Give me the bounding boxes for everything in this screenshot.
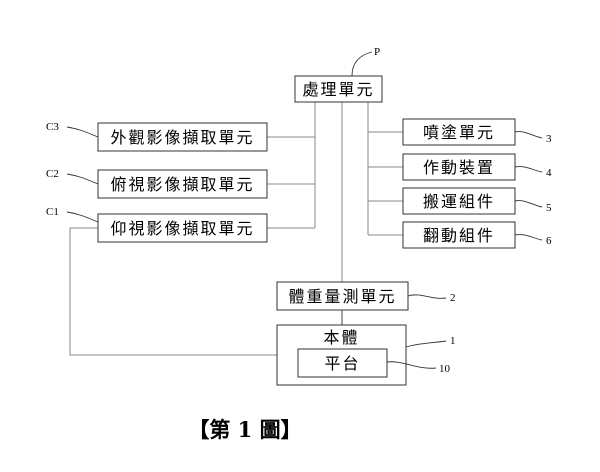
leader-4: [514, 166, 543, 173]
bottom-camera-box: 仰視影像擷取單元: [97, 213, 268, 243]
processing-unit-box: 處理單元: [294, 75, 383, 103]
reference-labels: P C3 C2 C1 3 4 5 6 2 1 10: [46, 46, 552, 375]
platform-box: 平台: [297, 348, 388, 378]
spray-unit-box: 噴塗單元: [402, 118, 516, 146]
top-camera-box: 俯視影像擷取單元: [97, 169, 268, 199]
bottom-camera-label: 仰視影像擷取單元: [110, 219, 254, 238]
spray-unit-label: 噴塗單元: [423, 123, 495, 142]
leader-c1: [66, 211, 99, 223]
exterior-camera-box: 外觀影像擷取單元: [97, 122, 268, 152]
figure-caption: 【第 1 圖】: [188, 417, 301, 442]
ref-2: 2: [450, 292, 456, 304]
ref-c2: C2: [46, 168, 59, 180]
processing-unit-label: 處理單元: [302, 80, 374, 99]
ref-3: 3: [546, 133, 552, 145]
leader-2: [407, 294, 447, 299]
weighing-unit-box: 體重量測單元: [276, 281, 409, 311]
ref-5: 5: [546, 202, 552, 214]
leader-3: [514, 131, 543, 139]
actuator-label: 作動裝置: [423, 158, 495, 177]
exterior-camera-label: 外觀影像擷取單元: [110, 128, 254, 147]
leader-c2: [66, 173, 99, 185]
platform-label: 平台: [324, 354, 360, 373]
body-label: 本體: [323, 328, 359, 347]
ref-1: 1: [450, 335, 456, 347]
top-camera-label: 俯視影像擷取單元: [110, 175, 254, 194]
weighing-unit-label: 體重量測單元: [288, 287, 396, 306]
leader-10: [386, 361, 437, 369]
leader-1: [405, 340, 447, 348]
ref-4: 4: [546, 167, 552, 179]
line-bottom-camera-to-body: [69, 227, 277, 356]
transport-label: 搬運組件: [423, 192, 495, 211]
connection-lines: [69, 102, 403, 356]
ref-6: 6: [546, 235, 552, 247]
leader-6: [514, 234, 543, 241]
leader-5: [514, 200, 543, 208]
transport-box: 搬運組件: [402, 187, 516, 215]
ref-p: P: [374, 46, 380, 58]
reference-leaders: [66, 51, 543, 369]
ref-c1: C1: [46, 206, 59, 218]
ref-10: 10: [439, 363, 451, 375]
actuator-box: 作動裝置: [402, 153, 516, 181]
ref-c3: C3: [46, 121, 59, 133]
flip-box: 翻動組件: [402, 221, 516, 249]
leader-c3: [66, 126, 99, 138]
flip-label: 翻動組件: [423, 226, 495, 245]
leader-p: [351, 51, 373, 77]
